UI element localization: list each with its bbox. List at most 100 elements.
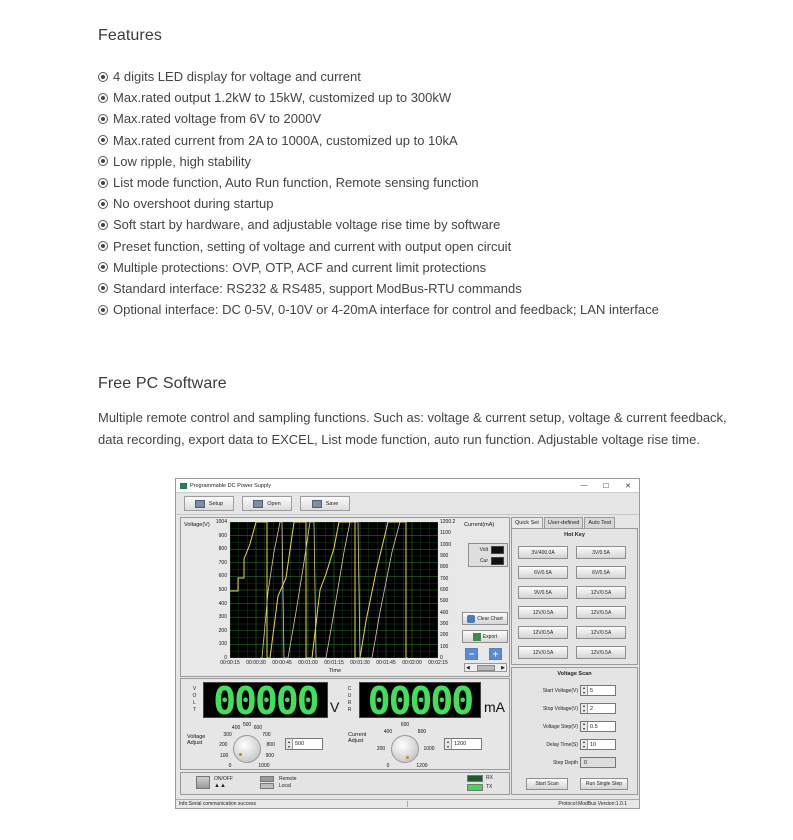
zoom-out-button[interactable]: − xyxy=(465,648,478,660)
hot-key-button[interactable]: 6V/0.5A xyxy=(518,566,568,579)
start-voltage-value: 5 xyxy=(590,687,594,694)
current-adjust-value: 1200 xyxy=(454,741,467,747)
hot-key-button[interactable]: 12V/0.5A xyxy=(576,646,626,659)
knob-indicator xyxy=(239,753,242,756)
hot-key-button[interactable]: 12V/0.5A xyxy=(576,606,626,619)
stepper-arrows[interactable]: ▴▾ xyxy=(581,703,588,713)
x-tick-label: 00:01:00 xyxy=(298,660,318,666)
tx-label: TX xyxy=(486,784,493,790)
hot-key-button[interactable]: 3V/400.0A xyxy=(518,546,568,559)
chart-scrollbar[interactable]: ◀ ▶ xyxy=(464,663,507,672)
right-axis-label: Current(mA) xyxy=(464,522,495,528)
current-adjust-label: Current Adjust xyxy=(348,732,367,744)
right-tick-label: 900 xyxy=(440,553,449,559)
hot-key-button[interactable]: 6V/0.5A xyxy=(576,566,626,579)
export-button[interactable]: Export xyxy=(462,630,508,643)
legend-volt-label: Volt xyxy=(479,546,488,553)
feature-item: Max.rated voltage from 6V to 2000V xyxy=(98,108,659,129)
left-tick-label: 100 xyxy=(218,641,227,648)
current-adjust-knob[interactable] xyxy=(391,735,419,763)
stepper-arrows[interactable]: ▴▾ xyxy=(581,685,588,695)
radio-bullet-icon xyxy=(98,156,108,167)
feature-text: Multiple protections: OVP, OTP, ACF and … xyxy=(113,259,487,275)
legend-volt-swatch xyxy=(491,545,504,554)
x-tick-label: 00:02:15 xyxy=(428,660,448,666)
hot-key-button[interactable]: 12V/0.5A xyxy=(518,646,568,659)
on-off-label: ON/OFF xyxy=(214,776,233,782)
knob-tick-label: 700 xyxy=(262,731,271,738)
scroll-left-arrow[interactable]: ◀ xyxy=(466,664,470,671)
close-button[interactable]: ✕ xyxy=(625,482,631,490)
on-off-switch[interactable] xyxy=(196,776,210,789)
hot-key-button[interactable]: 12V/0.5A xyxy=(518,626,568,639)
voltage-step-input[interactable]: ▴▾0.5 xyxy=(580,721,616,732)
radio-bullet-icon xyxy=(98,241,108,252)
right-tick-label: 200 xyxy=(440,632,449,639)
step-depth-field: 0 xyxy=(580,757,616,768)
delay-time-input[interactable]: ▴▾10 xyxy=(580,739,616,750)
zoom-in-button[interactable]: + xyxy=(489,648,502,660)
setup-button[interactable]: Setup xyxy=(184,496,234,511)
feature-text: Standard interface: RS232 & RS485, suppo… xyxy=(113,280,522,296)
knob-tick-label: 300 xyxy=(223,731,232,738)
open-label: Open xyxy=(267,500,281,507)
hot-key-button[interactable]: 12V/0.5A xyxy=(576,586,626,599)
hot-key-button[interactable]: 3V/0.5A xyxy=(576,546,626,559)
x-tick-label: 00:00:45 xyxy=(272,660,292,666)
radio-bullet-icon xyxy=(98,304,108,315)
tab-user-defined[interactable]: User-defined xyxy=(543,517,584,528)
local-indicator xyxy=(260,783,274,789)
delay-time-value: 10 xyxy=(590,741,597,748)
voltage-adjust-knob[interactable] xyxy=(233,735,261,763)
save-button[interactable]: Save xyxy=(300,496,350,511)
right-tick-label: 500 xyxy=(440,598,449,605)
clear-chart-button[interactable]: Clear Chart xyxy=(462,612,508,625)
run-single-step-button[interactable]: Run Single Step xyxy=(580,778,628,790)
current-trace xyxy=(260,521,404,659)
hot-key-button[interactable]: 9V/0.5A xyxy=(518,586,568,599)
minimize-button[interactable]: — xyxy=(580,482,588,489)
stepper-arrows[interactable]: ▴▾ xyxy=(286,739,293,749)
scroll-right-arrow[interactable]: ▶ xyxy=(501,664,505,671)
knob-tick-label: 1000 xyxy=(423,746,435,752)
protocol-text: Protocol:ModBus Version:1.0.1 xyxy=(558,801,627,807)
tab-quick-set[interactable]: Quick Set xyxy=(511,517,543,528)
current-adjust-input[interactable]: ▴▾1200 xyxy=(444,738,482,750)
voltage-step-row: Voltage Step(V) ▴▾0.5 xyxy=(512,721,616,732)
knob-tick-label: 400 xyxy=(231,724,241,731)
voltage-step-value: 0.5 xyxy=(590,723,598,730)
left-tick-label: 200 xyxy=(218,627,227,634)
voltage-scan-box: Voltage Scan Start Voltage(V) ▴▾5 Stop V… xyxy=(511,667,638,795)
legend-cur-swatch xyxy=(491,556,504,565)
save-icon xyxy=(311,499,322,508)
left-tick-label: 300 xyxy=(218,614,227,621)
hot-key-button[interactable]: 12V/0.5A xyxy=(518,606,568,619)
radio-bullet-icon xyxy=(98,198,108,209)
legend-volt[interactable]: Volt xyxy=(469,544,507,555)
rx-label: RX xyxy=(486,775,493,781)
maximize-button[interactable]: ☐ xyxy=(602,482,610,490)
start-voltage-input[interactable]: ▴▾5 xyxy=(580,685,616,696)
start-voltage-label: Start Voltage(V) xyxy=(542,687,578,694)
right-tick-label: 1000 xyxy=(440,541,452,548)
feature-item: 4 digits LED display for voltage and cur… xyxy=(98,66,659,87)
tab-auto-test[interactable]: Auto Test xyxy=(584,517,616,528)
start-scan-button[interactable]: Start Scan xyxy=(526,778,568,790)
voltage-adjust-input[interactable]: ▴▾500 xyxy=(285,738,323,750)
knob-tick-label: 800 xyxy=(417,729,427,736)
legend-cur[interactable]: Cur xyxy=(469,555,507,566)
stepper-arrows[interactable]: ▴▾ xyxy=(581,721,588,731)
hot-key-button[interactable]: 12V/0.5A xyxy=(576,626,626,639)
knob-tick-label: 1200 xyxy=(416,762,428,769)
right-tick-label: 400 xyxy=(440,609,449,616)
feature-text: List mode function, Auto Run function, R… xyxy=(113,174,479,190)
status-panel: ON/OFF ▲▲ Remote Local RX TX xyxy=(180,772,510,795)
stepper-arrows[interactable]: ▴▾ xyxy=(445,739,452,749)
status-bar: Info:Serial communication success Protoc… xyxy=(176,799,639,808)
stop-voltage-input[interactable]: ▴▾2 xyxy=(580,703,616,714)
voltage-scan-title: Voltage Scan xyxy=(557,671,592,677)
stepper-arrows[interactable]: ▴▾ xyxy=(581,739,588,749)
open-button[interactable]: Open xyxy=(242,496,292,511)
scroll-thumb[interactable] xyxy=(476,664,495,671)
